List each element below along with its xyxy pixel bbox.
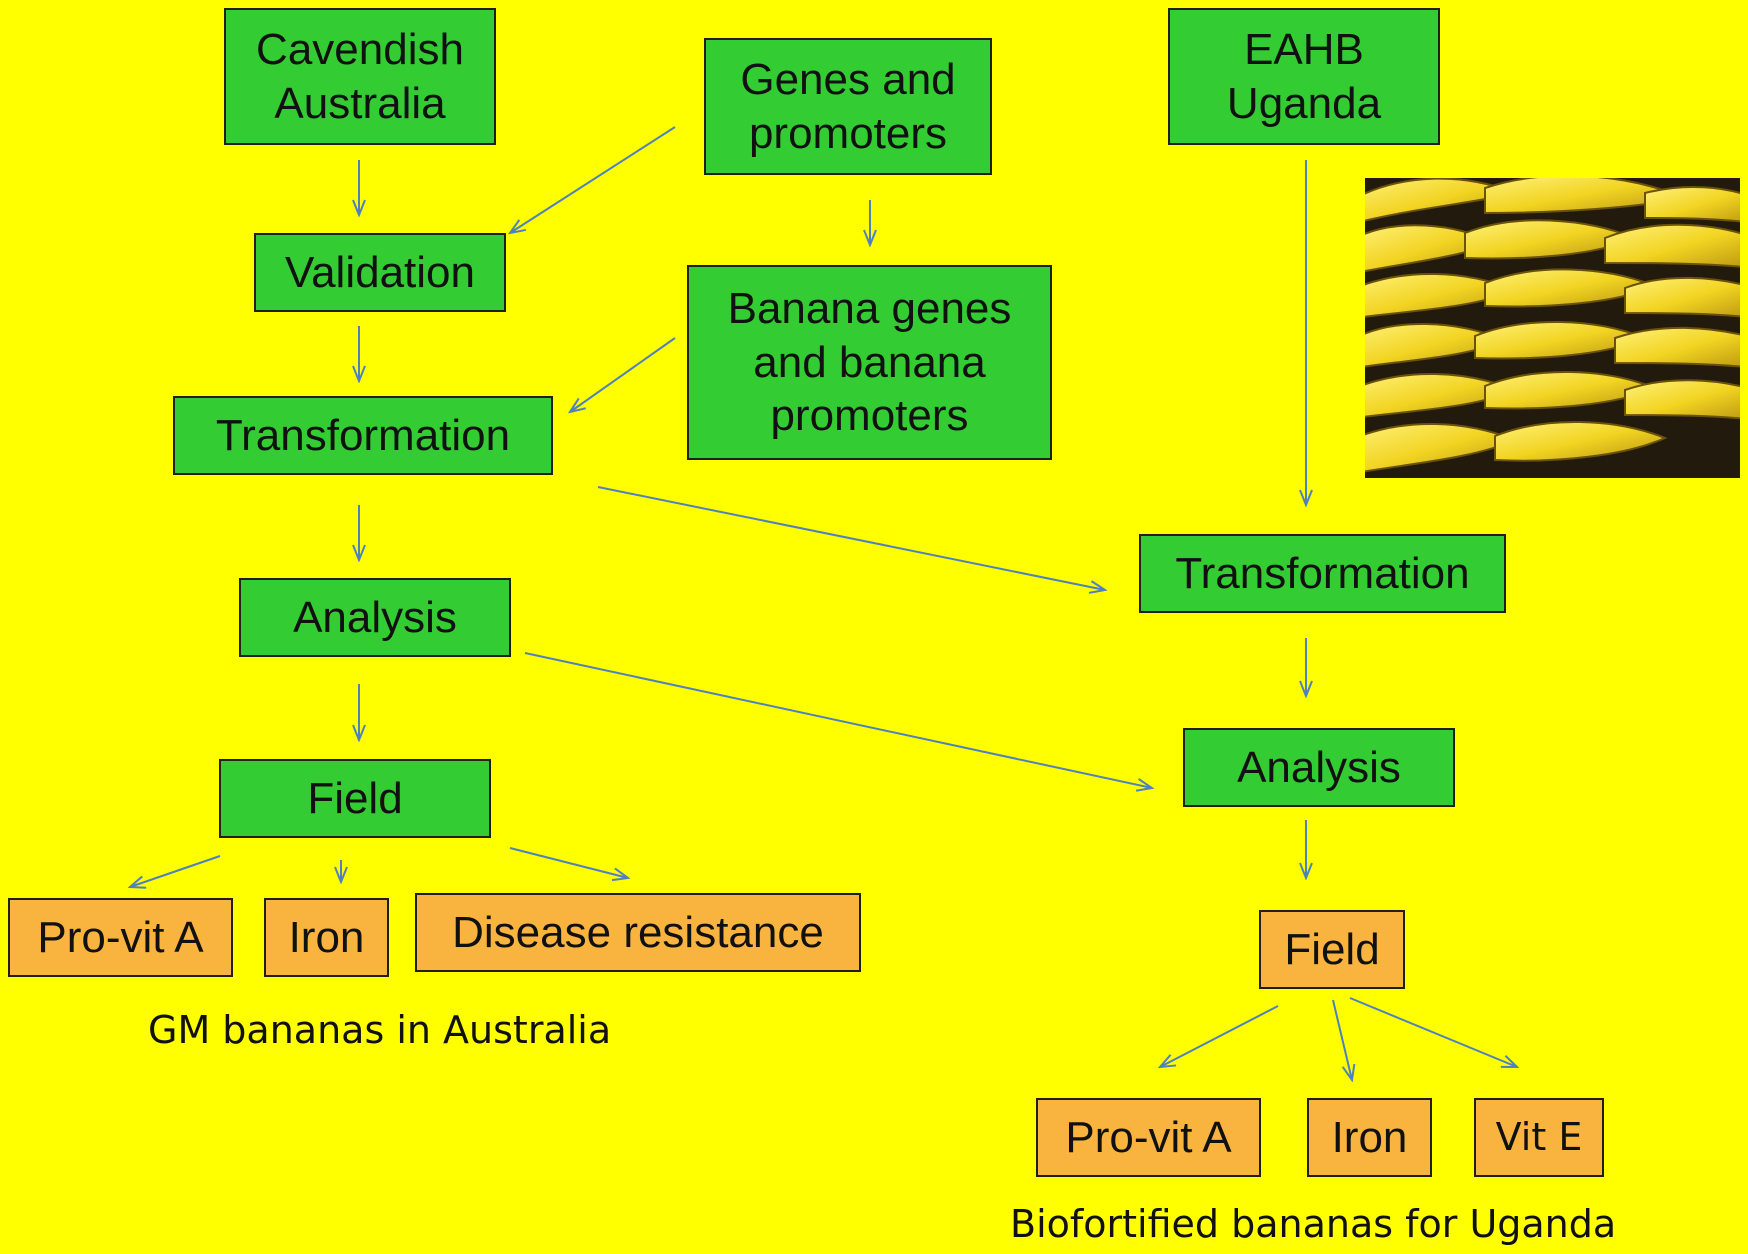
transformation-label-left: Transformation: [215, 410, 511, 460]
outcome-provita-right: Pro-vit A: [1036, 1098, 1261, 1177]
arrow-right-field-to-iron: [1332, 999, 1352, 1080]
arrow-right-field-to-vite: [1349, 997, 1517, 1067]
banana-genes-promoters-label: Banana genes and banana promoters: [727, 283, 1012, 441]
arrow-genes-to-validation: [510, 126, 676, 233]
bananas-photo: [1365, 178, 1740, 478]
transformation-box-left: Transformation: [173, 396, 553, 475]
arrow-right-field-to-provita: [1160, 1005, 1279, 1067]
banana-genes-promoters-box: Banana genes and banana promoters: [687, 265, 1052, 460]
outcome-provita-left-label: Pro-vit A: [37, 912, 204, 962]
validation-box: Validation: [254, 233, 506, 312]
outcome-provita-right-label: Pro-vit A: [1065, 1112, 1232, 1162]
cavendish-australia-label: Cavendish Australia: [256, 24, 464, 128]
outcome-iron-right: Iron: [1307, 1098, 1432, 1177]
caption-left: GM bananas in Australia: [148, 1008, 612, 1052]
arrow-transformation-to-right-transformation: [597, 486, 1105, 590]
transformation-label-right: Transformation: [1175, 548, 1470, 598]
outcome-provita-left: Pro-vit A: [8, 898, 233, 977]
outcome-iron-left: Iron: [264, 898, 389, 977]
genes-promoters-label: Genes and promoters: [740, 54, 956, 158]
eahb-uganda-box: EAHB Uganda: [1168, 8, 1440, 145]
analysis-box-left: Analysis: [239, 578, 511, 657]
arrow-field-to-provita: [130, 855, 221, 887]
arrow-banana-genes-to-transformation: [570, 337, 676, 412]
cavendish-australia-box: Cavendish Australia: [224, 8, 496, 145]
outcome-disease-resistance: Disease resistance: [415, 893, 861, 972]
analysis-label-right: Analysis: [1237, 742, 1401, 792]
field-label-left: Field: [307, 773, 403, 823]
outcome-disease-resistance-label: Disease resistance: [452, 907, 824, 957]
eahb-uganda-label: EAHB Uganda: [1226, 24, 1382, 128]
arrow-field-to-disease: [509, 847, 628, 878]
validation-label: Validation: [285, 247, 475, 297]
field-label-right: Field: [1284, 924, 1380, 974]
field-box-right: Field: [1259, 910, 1405, 989]
outcome-iron-right-label: Iron: [1331, 1112, 1408, 1162]
genes-promoters-box: Genes and promoters: [704, 38, 992, 175]
outcome-vite-right: Vit E: [1474, 1098, 1604, 1177]
caption-right: Biofortified bananas for Uganda: [1010, 1202, 1617, 1246]
arrow-analysis-to-right-analysis: [524, 652, 1152, 788]
bananas-illustration: [1365, 178, 1740, 478]
analysis-label-left: Analysis: [293, 592, 457, 642]
outcome-vite-right-label: Vit E: [1495, 1115, 1583, 1160]
transformation-box-right: Transformation: [1139, 534, 1506, 613]
outcome-iron-left-label: Iron: [288, 912, 365, 962]
analysis-box-right: Analysis: [1183, 728, 1455, 807]
field-box-left: Field: [219, 759, 491, 838]
